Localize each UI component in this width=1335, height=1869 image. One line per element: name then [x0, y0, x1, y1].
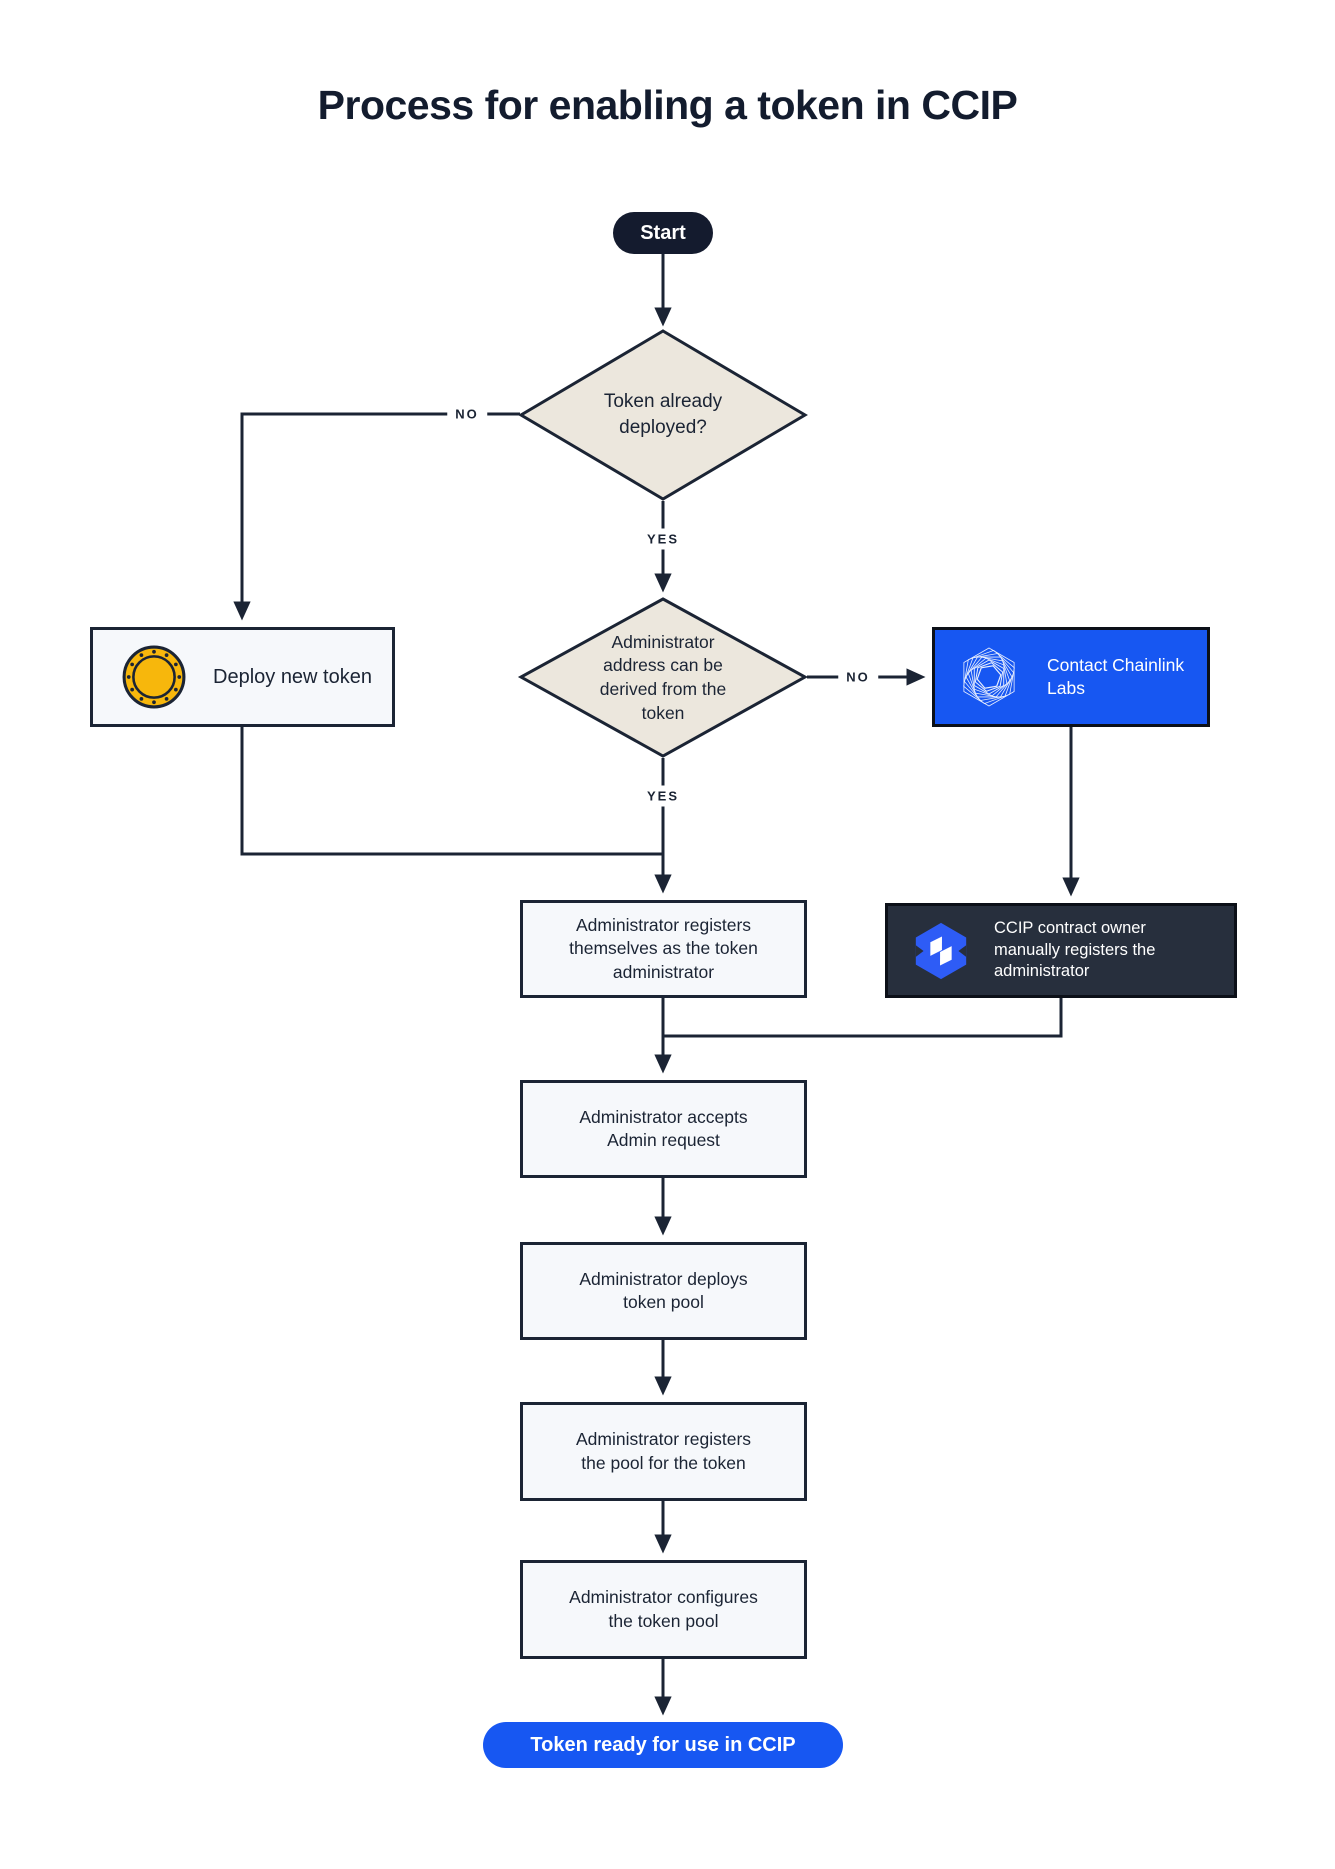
node-contact-chainlink-labs: Contact Chainlink Labs	[932, 627, 1210, 727]
node-admin-deploys-pool: Administrator deploys token pool	[520, 1242, 807, 1340]
decision-token-deployed: Token already deployed?	[603, 391, 723, 438]
deploy-new-token-label: Deploy new token	[213, 665, 372, 688]
edge-label-yes-derivable: YES	[638, 785, 688, 807]
decision-diamond-token-deployed	[518, 329, 808, 501]
node-deploy-new-token: Deploy new token	[90, 627, 395, 727]
node-admin-accepts-request: Administrator accepts Admin request	[520, 1080, 807, 1178]
coin-icon	[121, 644, 187, 710]
start-node: Start	[613, 212, 713, 254]
chainlink-logo-icon	[957, 645, 1021, 709]
contact-chainlink-label: Contact Chainlink Labs	[1047, 654, 1185, 698]
edge-label-no-deploy: NO	[447, 403, 487, 425]
decision-admin-address: Administrator address can be derived fro…	[599, 631, 727, 723]
token-ready-label: Token ready for use in CCIP	[530, 1733, 796, 1756]
ccip-logo-icon	[910, 920, 972, 982]
edge-label-no-derivable: NO	[838, 666, 878, 688]
node-ccip-owner-registers: CCIP contract owner manually registers t…	[885, 903, 1237, 998]
node-admin-registers-self: Administrator registers themselves as th…	[520, 900, 807, 998]
end-node-token-ready: Token ready for use in CCIP	[483, 1722, 843, 1768]
start-label: Start	[640, 221, 686, 244]
node-admin-registers-pool: Administrator registers the pool for the…	[520, 1402, 807, 1501]
edge-label-yes-deployed: YES	[638, 528, 688, 550]
decision-diamond-admin-address	[517, 597, 809, 758]
node-admin-configures-pool: Administrator configures the token pool	[520, 1560, 807, 1659]
page-title: Process for enabling a token in CCIP	[317, 82, 1018, 128]
